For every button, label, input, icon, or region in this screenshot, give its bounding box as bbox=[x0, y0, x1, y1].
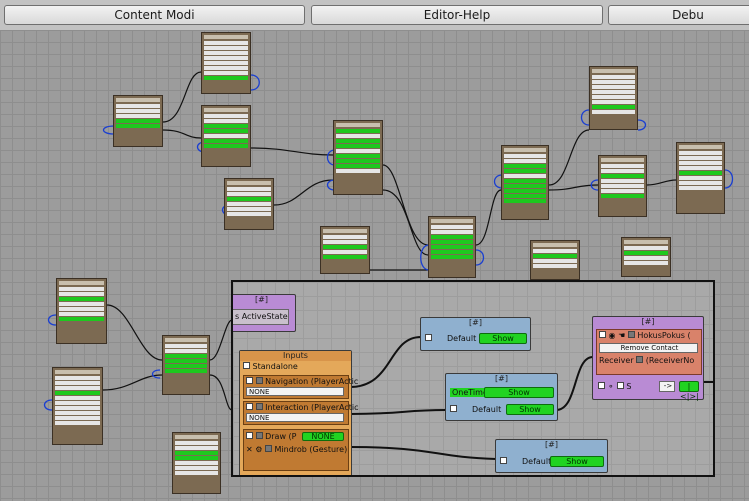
navigation-checkbox[interactable] bbox=[246, 377, 253, 384]
standalone-row: Standalone bbox=[243, 362, 298, 371]
draw-checkbox[interactable] bbox=[246, 432, 253, 439]
graph-node[interactable] bbox=[201, 32, 251, 94]
navigation-select[interactable]: NONE bbox=[246, 387, 344, 396]
node-title: [#] bbox=[469, 318, 482, 327]
component-icon bbox=[255, 377, 263, 384]
node-title: [#] bbox=[641, 317, 655, 326]
node-title: [#] bbox=[545, 440, 558, 449]
graph-node[interactable] bbox=[676, 142, 725, 214]
tab-editor-help[interactable]: Editor-Help bbox=[311, 5, 603, 25]
receiver-label: Receiver bbox=[599, 356, 634, 365]
onetime-show-button[interactable]: Show bbox=[484, 387, 554, 398]
standalone-checkbox[interactable] bbox=[243, 362, 250, 369]
draw-select[interactable]: NONE bbox=[302, 432, 344, 441]
link-icon[interactable]: ⚬ bbox=[607, 382, 615, 391]
default-checkbox[interactable] bbox=[425, 334, 432, 341]
graph-node[interactable] bbox=[113, 95, 163, 147]
graph-canvas[interactable] bbox=[0, 30, 749, 501]
hokuspokus-label: HokusPokus ( bbox=[637, 331, 691, 340]
hokuspokus-checkbox[interactable] bbox=[599, 331, 606, 338]
navigation-label: Navigation (PlayerActic bbox=[265, 377, 359, 386]
draw-label: Draw (P bbox=[265, 432, 297, 441]
tab-debug[interactable]: Debu bbox=[608, 5, 749, 25]
inset-connection-wires bbox=[349, 336, 713, 460]
active-state-field[interactable]: s ActiveState bbox=[233, 309, 289, 325]
graph-node[interactable] bbox=[56, 278, 107, 344]
graph-node[interactable] bbox=[428, 216, 476, 278]
show-button[interactable]: Show bbox=[479, 333, 527, 344]
settings-icon[interactable]: ⚙ bbox=[255, 445, 263, 454]
mindrob-label: Mindrob (Gesture) bbox=[274, 445, 348, 454]
contact-group: ◉ ☚ HokusPokus ( Remove Contact Receiver… bbox=[596, 329, 702, 375]
graph-node[interactable] bbox=[172, 432, 221, 494]
component-icon bbox=[627, 331, 635, 338]
default-label: Default bbox=[447, 334, 477, 343]
interaction-select[interactable]: NONE bbox=[246, 413, 344, 422]
hokuspokus-row: ◉ ☚ HokusPokus ( bbox=[599, 331, 691, 340]
default-checkbox[interactable] bbox=[500, 457, 507, 464]
interaction-input-group: Interaction (PlayerActic NONE bbox=[243, 401, 359, 425]
remove-contact-button[interactable]: Remove Contact bbox=[599, 343, 698, 353]
zoom-inset-panel: [#] s ActiveState Inputs Standalone Navi… bbox=[231, 280, 715, 477]
receiver-row: Receiver (ReceiverNo bbox=[599, 356, 694, 365]
component-icon bbox=[636, 356, 644, 363]
graph-node[interactable] bbox=[201, 105, 251, 167]
default-label: Default bbox=[472, 405, 502, 414]
contact-node[interactable]: [#] ◉ ☚ HokusPokus ( Remove Contact Rece… bbox=[592, 316, 704, 401]
mindrob-row: ✕ ⚙ Mindrob (Gesture) bbox=[246, 445, 347, 454]
s-checkbox[interactable] bbox=[616, 382, 624, 389]
remove-icon[interactable]: ✕ bbox=[246, 445, 253, 454]
default-checkbox[interactable] bbox=[450, 405, 457, 412]
show-button[interactable]: Show bbox=[550, 456, 604, 467]
draw-row: Draw (P bbox=[246, 432, 296, 441]
draw-input-group: Draw (P NONE ✕ ⚙ Mindrob (Gesture) bbox=[243, 429, 349, 471]
inputs-title: Inputs bbox=[240, 351, 351, 361]
default-label: Default bbox=[522, 457, 552, 466]
component-icon bbox=[255, 432, 263, 439]
arrow-button[interactable]: -> bbox=[659, 381, 675, 392]
navigation-arrows-button[interactable]: |<|>| bbox=[679, 381, 699, 401]
receiver-value[interactable]: (ReceiverNo bbox=[645, 356, 695, 365]
tab-content-modi[interactable]: Content Modi bbox=[4, 5, 305, 25]
inputs-node[interactable]: Inputs Standalone Navigation (PlayerActi… bbox=[239, 350, 359, 475]
graph-node[interactable] bbox=[52, 367, 103, 445]
component-icon bbox=[264, 445, 272, 452]
bottom-checkbox[interactable] bbox=[598, 382, 605, 389]
graph-node[interactable] bbox=[621, 237, 671, 277]
graph-node[interactable] bbox=[333, 120, 383, 195]
interaction-label: Interaction (PlayerActic bbox=[265, 403, 359, 412]
editor-tab-bar: Content Modi Editor-Help Debu bbox=[0, 0, 749, 31]
connection-wires bbox=[43, 71, 734, 411]
graph-node[interactable] bbox=[530, 240, 580, 280]
state-node[interactable]: [#] s ActiveState bbox=[233, 294, 296, 332]
navigation-input-group: Navigation (PlayerActic NONE bbox=[243, 375, 358, 399]
node-title: [#] bbox=[255, 295, 268, 304]
graph-node[interactable] bbox=[501, 145, 549, 220]
graph-node[interactable] bbox=[598, 155, 647, 217]
graph-node[interactable] bbox=[320, 226, 370, 274]
navigation-row: Navigation (PlayerActic bbox=[246, 377, 358, 386]
onetime-label: OneTime bbox=[450, 388, 490, 397]
action-node[interactable]: [#] OneTime Show Default Show bbox=[445, 373, 558, 421]
interaction-row: Interaction (PlayerActic bbox=[246, 403, 359, 412]
component-icon bbox=[255, 403, 263, 410]
graph-node[interactable] bbox=[162, 335, 210, 395]
graph-node[interactable] bbox=[224, 178, 274, 230]
action-node[interactable]: [#] Default Show bbox=[495, 439, 608, 473]
node-title: [#] bbox=[495, 374, 508, 383]
s-label: S bbox=[626, 382, 632, 391]
eye-icon[interactable]: ◉ bbox=[608, 331, 616, 340]
hand-icon[interactable]: ☚ bbox=[618, 331, 626, 340]
graph-node[interactable] bbox=[589, 66, 638, 130]
standalone-label: Standalone bbox=[252, 362, 298, 371]
show-button[interactable]: Show bbox=[506, 404, 554, 415]
action-node[interactable]: [#] Default Show bbox=[420, 317, 531, 351]
interaction-checkbox[interactable] bbox=[246, 403, 253, 410]
bottom-controls-row: ⚬ S bbox=[598, 382, 631, 391]
